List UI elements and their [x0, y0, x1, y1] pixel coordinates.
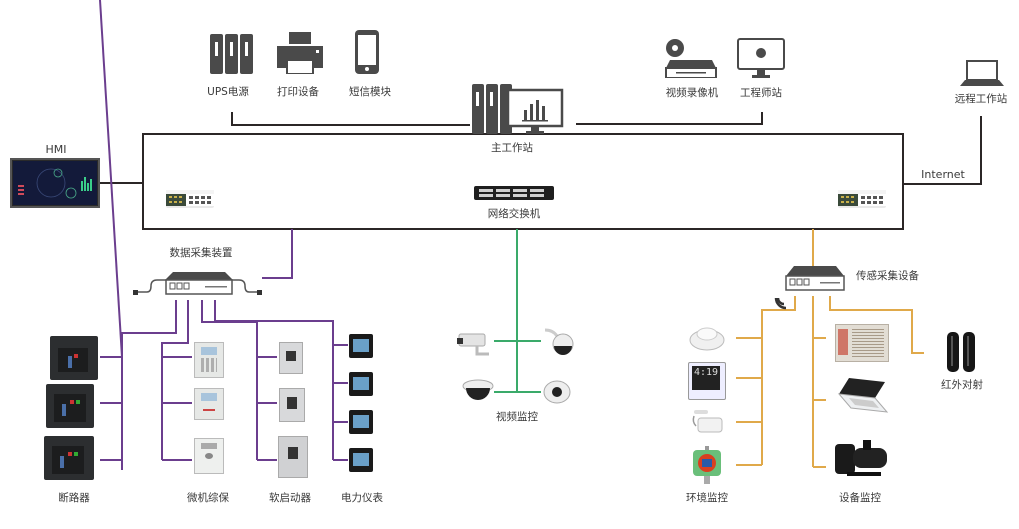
hmi-label: HMI [45, 143, 67, 156]
video-lines [494, 229, 541, 393]
gas-detector-icon [693, 446, 721, 484]
ptz-dome-camera[interactable] [543, 326, 575, 358]
printer-label: 打印设备 [277, 86, 319, 98]
printer-icon [277, 32, 323, 74]
sms-label: 短信模块 [349, 86, 391, 98]
hmi-node[interactable] [10, 158, 100, 208]
ups-bracket-line [231, 112, 470, 126]
sensor-collector-node[interactable] [784, 264, 846, 294]
breaker-device[interactable] [44, 436, 94, 480]
engineer-label: 工程师站 [740, 87, 782, 99]
ups-server-icon [210, 34, 253, 74]
power-meter-device[interactable] [349, 410, 373, 434]
sensor-lines [736, 229, 924, 468]
data-collector-node[interactable] [133, 268, 263, 302]
sensor-collector-label: 传感采集设备 [856, 270, 919, 282]
water-leak-sensor[interactable] [690, 408, 724, 434]
laptop-icon [960, 60, 1004, 86]
relay-device[interactable] [194, 342, 224, 378]
internet-link [903, 116, 982, 185]
water-pump-icon [835, 440, 887, 476]
right-switch[interactable] [838, 190, 886, 208]
main-station-icon [472, 84, 564, 134]
dome-camera-icon [462, 379, 494, 400]
sms-node[interactable] [355, 30, 385, 80]
ups-node[interactable] [205, 34, 265, 94]
relay-device[interactable] [194, 388, 224, 420]
data-collector-device-icon [133, 272, 262, 295]
thermo-display: 4:19 [694, 367, 719, 378]
power-meter-device[interactable] [349, 448, 373, 472]
bullet-camera[interactable] [455, 330, 493, 358]
equipment-label: 设备监控 [839, 492, 881, 504]
power-meter-device[interactable] [349, 372, 373, 396]
data-collection-lines [99, 0, 348, 470]
patch-panel-switch-icon [474, 186, 554, 200]
turret-camera-icon [543, 380, 571, 404]
breaker-device[interactable] [50, 336, 98, 380]
water-leak-sensor-icon [692, 410, 723, 433]
soft-starter-device[interactable] [279, 388, 305, 422]
bullet-camera-icon [457, 333, 489, 356]
turret-camera[interactable] [543, 378, 571, 404]
cassette-ac[interactable] [835, 378, 889, 418]
environment-label: 环境监控 [686, 492, 728, 504]
backbone-lines [100, 112, 982, 230]
infrared-label: 红外对射 [941, 379, 983, 391]
mobile-phone-icon [355, 30, 379, 74]
nvr-node[interactable] [664, 38, 720, 82]
ups-label: UPS电源 [207, 86, 249, 98]
hmi-screen-icon [13, 161, 97, 205]
water-pump[interactable] [833, 438, 891, 478]
network-switch-node[interactable] [474, 184, 554, 202]
relay-label: 微机综保 [187, 492, 229, 504]
network-box [142, 133, 904, 230]
breaker-device[interactable] [46, 384, 94, 428]
video-label: 视频监控 [496, 411, 538, 423]
power-meter-device[interactable] [349, 334, 373, 358]
left-switch[interactable] [166, 190, 214, 208]
video-recorder-icon [665, 39, 717, 78]
cassette-ac-icon [837, 378, 889, 413]
infrared-beam[interactable] [946, 332, 976, 372]
printer-node[interactable] [275, 32, 325, 82]
main-station-node[interactable] [472, 84, 564, 136]
air-cooler[interactable] [835, 324, 889, 362]
relay-device[interactable] [194, 438, 224, 474]
wireless-signal-icon [774, 297, 787, 310]
internet-label: Internet [921, 168, 965, 181]
gas-detector[interactable] [690, 446, 724, 484]
engineer-bracket-line [576, 112, 763, 125]
ptz-camera-icon [544, 328, 574, 355]
nvr-label: 视频录像机 [665, 87, 719, 99]
network-switch-label: 网络交换机 [487, 208, 541, 220]
dome-camera[interactable] [462, 378, 494, 404]
smoke-detector[interactable] [689, 322, 725, 352]
smoke-detector-icon [689, 327, 725, 351]
data-collector-label: 数据采集装置 [169, 247, 233, 259]
thermo-hygrometer[interactable]: 4:19 [688, 362, 726, 400]
power-meter-label: 电力仪表 [341, 492, 383, 504]
soft-starter-device[interactable] [278, 436, 308, 478]
remote-label: 远程工作站 [954, 93, 1008, 105]
sensor-collector-device-icon [785, 266, 845, 291]
main-station-label: 主工作站 [491, 142, 533, 154]
engineer-monitor-icon [737, 38, 785, 78]
soft-starter-device[interactable] [279, 342, 303, 374]
ethernet-switch-icon [166, 190, 214, 206]
remote-node[interactable] [960, 60, 1004, 88]
soft-starter-label: 软启动器 [269, 492, 311, 504]
engineer-node[interactable] [737, 38, 785, 80]
ethernet-switch-icon [838, 190, 886, 206]
infrared-beam-icon [947, 332, 975, 372]
breaker-label: 断路器 [58, 492, 90, 504]
